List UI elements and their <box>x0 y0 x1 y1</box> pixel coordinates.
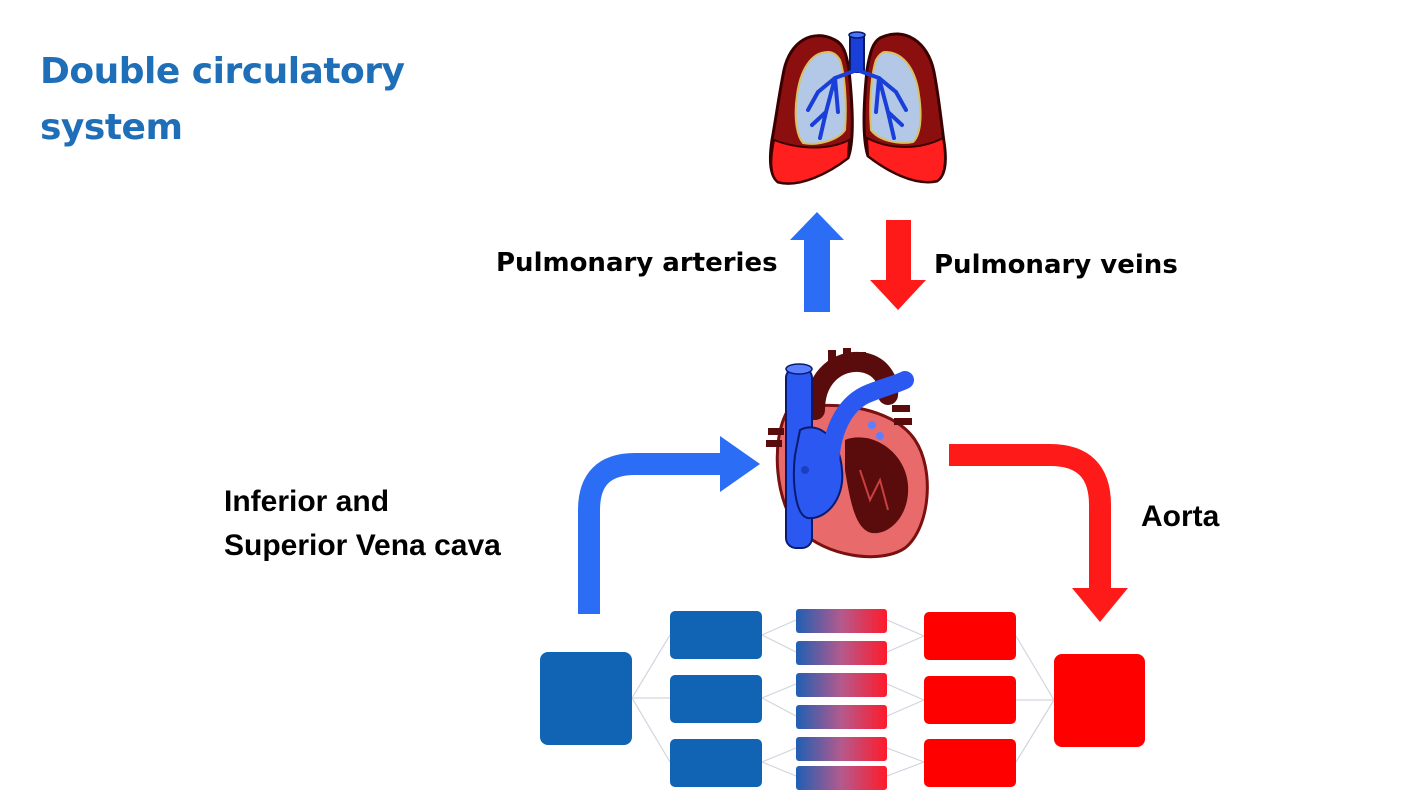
arteries-box <box>1054 654 1145 747</box>
veins-box <box>540 652 632 745</box>
capillary-box <box>796 766 887 790</box>
vena-cava-label-line-1: Inferior and <box>224 485 390 518</box>
aorta-arrow <box>949 444 1128 622</box>
aorta-label: Aorta <box>1141 500 1220 533</box>
pulmonary-veins-label: Pulmonary veins <box>934 250 1178 280</box>
pulmonary-arteries-label: Pulmonary arteries <box>496 248 778 278</box>
page-title: Double circulatory system <box>40 44 460 156</box>
lungs-icon <box>768 31 947 185</box>
venule-box <box>670 675 762 723</box>
left-lung-lower <box>770 138 851 185</box>
right-lung-lower <box>865 136 946 183</box>
capillary-network <box>540 609 1145 790</box>
arteriole-box <box>924 739 1016 787</box>
pulmonary-veins-arrow <box>870 220 926 310</box>
heart-icon <box>766 348 929 559</box>
page-title-line-2: system <box>40 107 183 148</box>
capillary-box <box>796 737 887 761</box>
vena-cava-label: Inferior and Superior Vena cava <box>224 480 501 568</box>
trachea <box>849 33 865 73</box>
right-lung-inner <box>869 50 922 144</box>
capillary-box <box>796 705 887 729</box>
capillary-box <box>796 673 887 697</box>
bronchi <box>806 68 908 140</box>
venule-box <box>670 611 762 659</box>
page-title-line-1: Double circulatory <box>40 51 405 92</box>
left-lung-inner <box>794 50 847 145</box>
capillary-box <box>796 609 887 633</box>
pulmonary-arteries-arrow <box>790 212 844 312</box>
arteriole-box <box>924 676 1016 724</box>
capillary-box <box>796 641 887 665</box>
arteriole-box <box>924 612 1016 660</box>
venule-box <box>670 739 762 787</box>
vena-cava-arrow <box>578 436 760 614</box>
vena-cava-label-line-2: Superior Vena cava <box>224 529 501 562</box>
